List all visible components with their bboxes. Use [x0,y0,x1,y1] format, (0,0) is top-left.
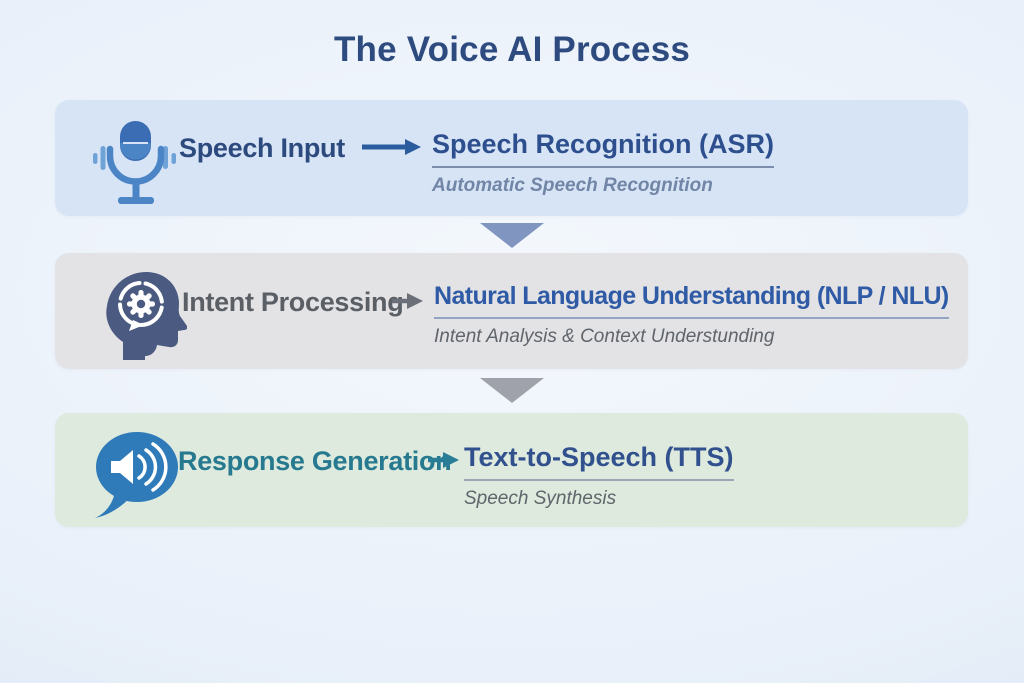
step-heading-nlu: Natural Language Understanding (NLP / NL… [434,282,949,319]
speech-bubble-speaker-icon [91,425,181,521]
step-card-intent-processing: Intent Processing Natural Language Under… [55,253,968,369]
head-gears-icon [99,264,187,360]
step-card-speech-input: Speech Input Speech Recognition (ASR) Au… [55,100,968,216]
step-heading-tts: Text-to-Speech (TTS) [464,442,734,482]
right-arrow-icon [361,139,421,155]
step-label-speech-input: Speech Input [179,133,345,163]
down-triangle-icon [480,378,544,403]
step-heading-asr: Speech Recognition (ASR) [432,129,775,169]
step-label-response-generation: Response Generation [178,446,452,476]
step-subtitle-tts: Speech Synthesis [464,488,617,510]
step-subtitle-nlu: Intent Analysis & Context Understunding [434,325,775,347]
step-detail-nlu: Natural Language Understanding (NLP / NL… [434,282,949,348]
microphone-icon [93,113,179,205]
page-title: The Voice AI Process [333,30,691,69]
down-triangle-icon [480,223,544,248]
step-card-response-generation: Response Generation Text-to-Speech (TTS)… [55,413,968,527]
step-subtitle-asr: Automatic Speech Recognition [432,175,713,197]
step-detail-asr: Speech Recognition (ASR) Automatic Speec… [432,129,775,197]
step-label-intent-processing: Intent Processing [182,287,404,317]
step-detail-tts: Text-to-Speech (TTS) Speech Synthesis [464,442,734,510]
right-arrow-icon [391,293,423,309]
right-arrow-icon [427,452,459,468]
